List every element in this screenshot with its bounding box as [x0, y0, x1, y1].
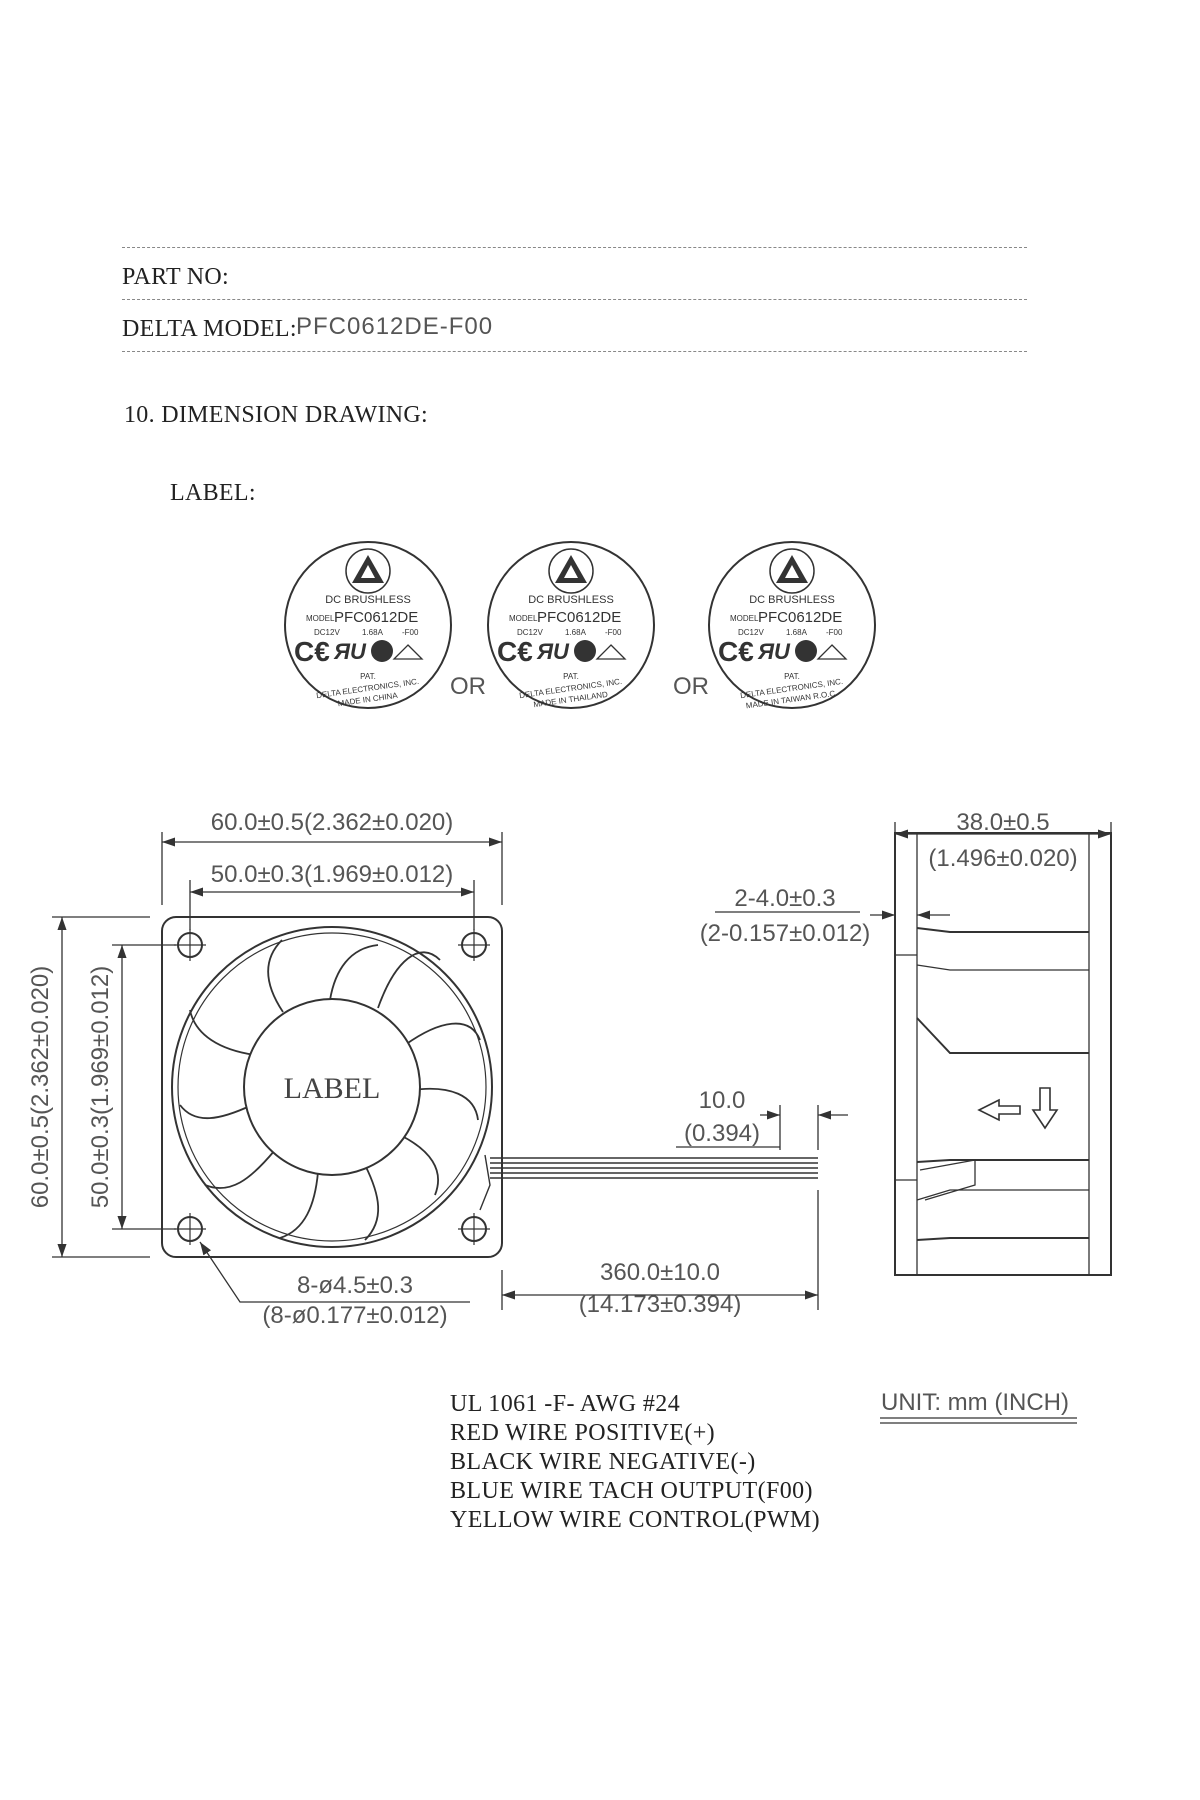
section-title: 10. DIMENSION DRAWING: — [124, 402, 428, 428]
holes-mm-text: 8-ø4.5±0.3 — [297, 1272, 413, 1299]
airflow-arrow-icon — [977, 1098, 1021, 1122]
wire-line-red: RED WIRE POSITIVE(+) — [450, 1420, 716, 1446]
vde-mark-icon — [816, 644, 848, 660]
wire-notes: UL 1061 -F- AWG #24 RED WIRE POSITIVE(+)… — [450, 1390, 820, 1535]
part-no-label: PART NO: — [122, 264, 230, 290]
label-disc-3: DC BRUSHLESS MODEL PFC0612DE DC12V 1.68A… — [708, 541, 876, 710]
mounting-hole-br — [458, 1213, 490, 1245]
wire-line-black: BLACK WIRE NEGATIVE(-) — [450, 1449, 756, 1475]
label-model-prefix: MODEL — [306, 614, 335, 623]
label-voltage: DC12V — [517, 628, 543, 637]
lead-mm-text: 360.0±10.0 — [600, 1259, 720, 1286]
label-brand-line: DC BRUSHLESS — [749, 594, 835, 606]
hub-label-text: LABEL — [284, 1072, 381, 1105]
label-pat: PAT. — [360, 672, 376, 681]
delta-logo-icon — [769, 548, 815, 594]
fan-side-view — [894, 832, 1112, 1276]
mounting-hole-bl — [174, 1213, 206, 1245]
wire-spec: UL 1061 -F- AWG #24 — [450, 1391, 681, 1417]
delta-logo-icon — [345, 548, 391, 594]
rotation-arrow-icon — [1031, 1087, 1059, 1130]
label-brand-line: DC BRUSHLESS — [528, 594, 614, 606]
ul-mark-icon: ЯU — [536, 639, 570, 664]
depth-mm-text: 38.0±0.5 — [956, 809, 1049, 836]
delta-model-label: DELTA MODEL: — [122, 316, 297, 342]
label-disc-1: DC BRUSHLESS MODEL PFC0612DE DC12V 1.68A… — [284, 541, 452, 709]
unit-text: UNIT: mm (INCH) — [881, 1389, 1069, 1416]
csa-mark-icon — [371, 640, 393, 662]
label-pat: PAT. — [784, 672, 800, 681]
ce-mark-icon: C€ — [294, 636, 330, 667]
label-model-prefix: MODEL — [509, 614, 538, 623]
flange-in-text: (2-0.157±0.012) — [700, 920, 871, 947]
ce-mark-icon: C€ — [497, 636, 533, 667]
label-current: 1.68A — [565, 628, 587, 637]
vde-mark-icon — [392, 644, 424, 660]
divider-bottom — [122, 351, 1027, 352]
label-suffix: -F00 — [826, 628, 843, 637]
divider-middle — [122, 299, 1027, 300]
label-model: PFC0612DE — [334, 609, 418, 626]
lead-in-text: (14.173±0.394) — [579, 1291, 742, 1318]
label-suffix: -F00 — [605, 628, 622, 637]
label-voltage: DC12V — [738, 628, 764, 637]
or-text-1: OR — [450, 673, 486, 700]
fan-front-view — [161, 916, 818, 1258]
label-model: PFC0612DE — [758, 609, 842, 626]
label-heading: LABEL: — [170, 480, 256, 506]
outer-width-text: 60.0±0.5(2.362±0.020) — [211, 809, 454, 836]
csa-mark-icon — [795, 640, 817, 662]
mounting-hole-tl — [174, 929, 206, 961]
divider-top — [122, 247, 1027, 248]
delta-logo-icon — [548, 548, 594, 594]
hole-height-text: 50.0±0.3(1.969±0.012) — [87, 966, 114, 1209]
label-suffix: -F00 — [402, 628, 419, 637]
mounting-hole-tr — [458, 929, 490, 961]
or-text-2: OR — [673, 673, 709, 700]
label-current: 1.68A — [362, 628, 384, 637]
label-model: PFC0612DE — [537, 609, 621, 626]
csa-mark-icon — [574, 640, 596, 662]
wire-lead — [479, 1154, 818, 1211]
ul-mark-icon: ЯU — [333, 639, 367, 664]
strip-in-text: (0.394) — [684, 1120, 760, 1147]
hole-leader — [199, 1241, 470, 1303]
label-voltage: DC12V — [314, 628, 340, 637]
label-current: 1.68A — [786, 628, 808, 637]
holes-in-text: (8-ø0.177±0.012) — [262, 1302, 447, 1329]
depth-in-text: (1.496±0.020) — [928, 845, 1077, 872]
wire-line-yellow: YELLOW WIRE CONTROL(PWM) — [450, 1507, 820, 1533]
hole-width-text: 50.0±0.3(1.969±0.012) — [211, 861, 454, 888]
label-brand-line: DC BRUSHLESS — [325, 594, 411, 606]
ce-mark-icon: C€ — [718, 636, 754, 667]
flange-mm-text: 2-4.0±0.3 — [734, 885, 835, 912]
vde-mark-icon — [595, 644, 627, 660]
outer-height-text: 60.0±0.5(2.362±0.020) — [27, 966, 54, 1209]
label-disc-2: DC BRUSHLESS MODEL PFC0612DE DC12V 1.68A… — [487, 541, 655, 709]
ul-mark-icon: ЯU — [757, 639, 791, 664]
wire-line-blue: BLUE WIRE TACH OUTPUT(F00) — [450, 1478, 813, 1504]
delta-model-value: PFC0612DE-F00 — [296, 313, 494, 340]
fan-blades — [179, 939, 481, 1241]
label-pat: PAT. — [563, 672, 579, 681]
label-model-prefix: MODEL — [730, 614, 759, 623]
strip-mm-text: 10.0 — [699, 1087, 746, 1114]
